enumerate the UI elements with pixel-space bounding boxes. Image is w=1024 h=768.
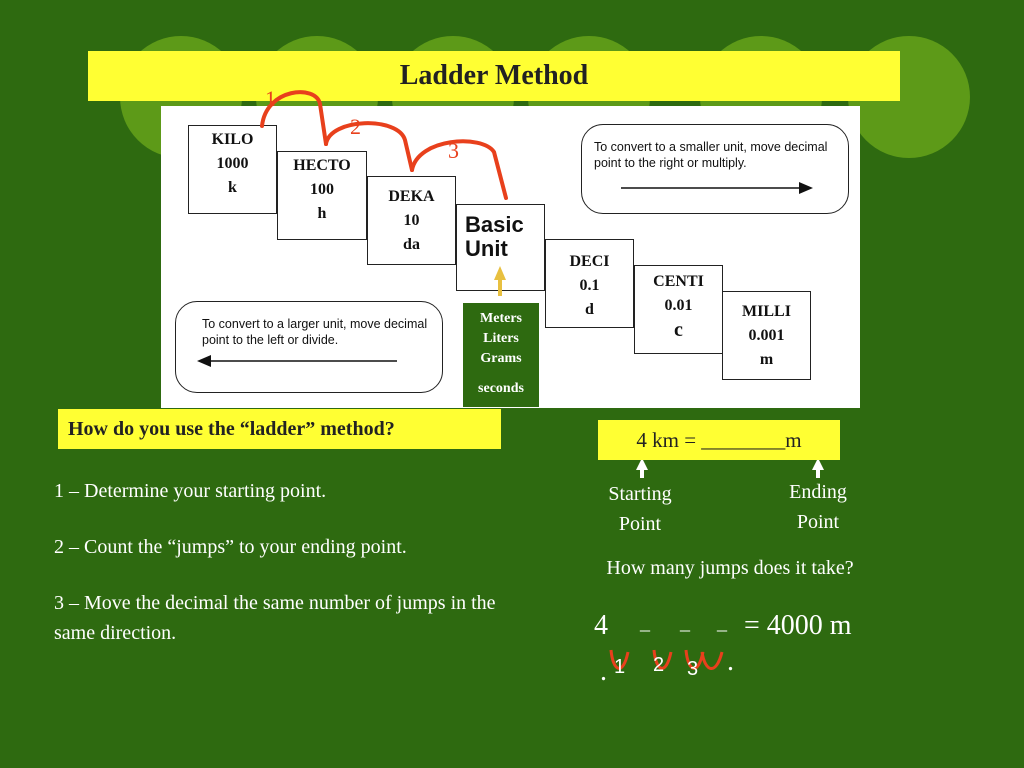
question-text: How do you use the “ladder” method?: [68, 417, 395, 440]
question-bar: How do you use the “ladder” method?: [58, 409, 501, 449]
jump-label-1: 1: [265, 86, 276, 111]
decimal-start: .: [600, 656, 607, 687]
step-2: 2 – Count the “jumps” to your ending poi…: [54, 536, 407, 558]
kilo-value: 1000: [216, 155, 249, 172]
centi-value: 0.01: [664, 297, 693, 314]
jumps-prompt: How many jumps does it take?: [606, 557, 854, 579]
deka-value: 10: [403, 212, 420, 229]
milli-symbol: m: [759, 351, 774, 368]
base-unit-liters: Liters: [483, 331, 519, 346]
chain-jump-3: 3: [687, 658, 699, 680]
jump-label-3: 3: [448, 138, 459, 163]
result-text: = 4000 m: [744, 610, 852, 641]
hecto-symbol: h: [317, 205, 327, 222]
deka-symbol: da: [403, 236, 420, 253]
base-unit-meters: Meters: [480, 311, 522, 326]
kilo-symbol: k: [228, 179, 237, 196]
kilo-name: KILO: [211, 131, 254, 148]
step-3: 3 – Move the decimal the same number of …: [54, 592, 496, 644]
ending-point-label: Ending Point: [789, 481, 847, 533]
starting-point-label: Starting Point: [608, 483, 672, 535]
jump-label-2: 2: [350, 114, 361, 139]
start-digit: 4: [594, 610, 608, 641]
chain-jump-2: 2: [653, 654, 665, 676]
blank-1: _: [640, 612, 650, 634]
convert-larger-note: To convert to a larger unit, move decima…: [175, 301, 443, 393]
chain-jump-1: 1: [614, 656, 626, 678]
page-title: Ladder Method: [399, 60, 589, 91]
deci-value: 0.1: [579, 277, 600, 294]
basic-unit-line1: Basic: [465, 212, 524, 237]
blank-3: _: [717, 612, 727, 634]
milli-value: 0.001: [748, 327, 785, 344]
example-equation: 4 km = ________m: [636, 427, 802, 452]
base-unit-seconds: seconds: [478, 381, 524, 396]
milli-step: MILLI 0.001 m: [722, 291, 811, 380]
centi-name: CENTI: [653, 273, 704, 290]
base-units-box: Meters Liters Grams seconds: [463, 303, 539, 407]
blank-2: _: [680, 612, 690, 634]
convert-smaller-text: To convert to a smaller unit, move decim…: [594, 140, 828, 170]
ladder-diagram: KILO 1000 k HECTO 100 h DEKA 10 da Basic…: [161, 106, 860, 408]
title-bar: Ladder Method: [88, 51, 900, 101]
decimal-end: .: [727, 646, 734, 677]
base-unit-grams: Grams: [480, 351, 522, 366]
deci-step: DECI 0.1 d: [545, 239, 634, 328]
step-1: 1 – Determine your starting point.: [54, 480, 327, 502]
example-equation-bar: 4 km = ________m: [598, 420, 840, 460]
basic-unit-line2: Unit: [465, 236, 508, 261]
note-arrows: [197, 182, 813, 367]
convert-smaller-note: To convert to a smaller unit, move decim…: [581, 124, 849, 214]
hecto-value: 100: [310, 181, 334, 198]
milli-name: MILLI: [742, 303, 791, 320]
deci-name: DECI: [569, 253, 610, 270]
convert-larger-text: To convert to a larger unit, move decima…: [202, 317, 428, 347]
deci-symbol: d: [585, 301, 594, 318]
centi-symbol: c: [674, 319, 683, 341]
